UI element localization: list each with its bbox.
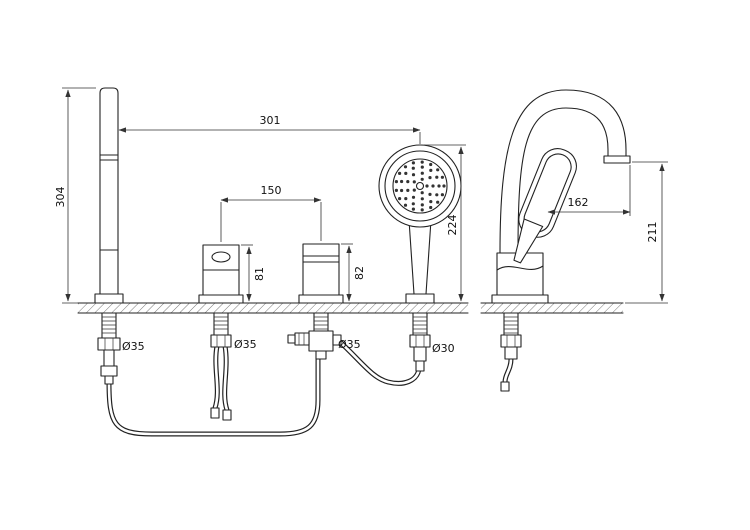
dim-valve-spacing: 150 xyxy=(220,184,322,242)
underdeck-valve1-fitting xyxy=(210,312,232,348)
underdeck-diverter-tee xyxy=(287,312,342,360)
shower-holder xyxy=(405,293,435,304)
spray-nozzles xyxy=(394,160,446,212)
front-view: 304 301 150 81 82 224 Ø xyxy=(54,87,469,437)
underdeck-side-fitting xyxy=(500,312,522,392)
dim-label-81: 81 xyxy=(253,267,266,281)
dim-label-162: 162 xyxy=(568,196,589,209)
valve2-escutcheon xyxy=(298,294,344,304)
hole-label-valve1: Ø35 xyxy=(234,338,257,351)
hose-connector xyxy=(210,407,220,419)
dim-spout-reach: 162 xyxy=(547,165,631,216)
dim-label-211: 211 xyxy=(646,222,659,243)
dim-label-150: 150 xyxy=(261,184,282,197)
dim-valve1-height: 81 xyxy=(241,244,266,302)
shower-handle-side xyxy=(513,218,544,264)
dim-label-224: 224 xyxy=(446,215,459,236)
dim-shower-height: 224 xyxy=(424,144,466,302)
dim-total-width: 301 xyxy=(118,114,421,144)
hand-shower-front xyxy=(378,144,462,304)
spout-aerator xyxy=(603,155,631,164)
dim-valve2-height: 82 xyxy=(341,243,366,302)
underdeck-column-fitting xyxy=(97,312,121,385)
dim-spout-height: 211 xyxy=(625,161,668,304)
column-escutcheon xyxy=(94,293,124,304)
body-escutcheon xyxy=(491,294,549,304)
side-view: 162 211 xyxy=(480,89,668,392)
gooseneck-spout xyxy=(499,89,631,254)
valve1-escutcheon xyxy=(198,294,244,304)
hole-label-column: Ø35 xyxy=(122,340,145,353)
dim-label-304: 304 xyxy=(54,187,67,208)
underdeck-shower-fitting xyxy=(409,312,431,372)
shower-handle xyxy=(408,219,432,295)
dim-label-82: 82 xyxy=(353,266,366,280)
hole-label-valve2: Ø35 xyxy=(338,338,361,351)
valve-handle-2 xyxy=(298,243,344,304)
dim-label-301: 301 xyxy=(260,114,281,127)
deck-side xyxy=(480,302,624,314)
hand-shower-side xyxy=(513,148,577,264)
hose-connector xyxy=(222,409,232,421)
hole-label-shower: Ø30 xyxy=(432,342,455,355)
spout-column xyxy=(94,87,124,304)
hoses xyxy=(106,338,422,437)
dim-column-height: 304 xyxy=(54,87,96,304)
valve-handle-1 xyxy=(198,244,244,304)
hole-diameter-labels: Ø35 Ø35 Ø35 Ø30 xyxy=(122,338,455,355)
deck-front xyxy=(77,302,469,314)
